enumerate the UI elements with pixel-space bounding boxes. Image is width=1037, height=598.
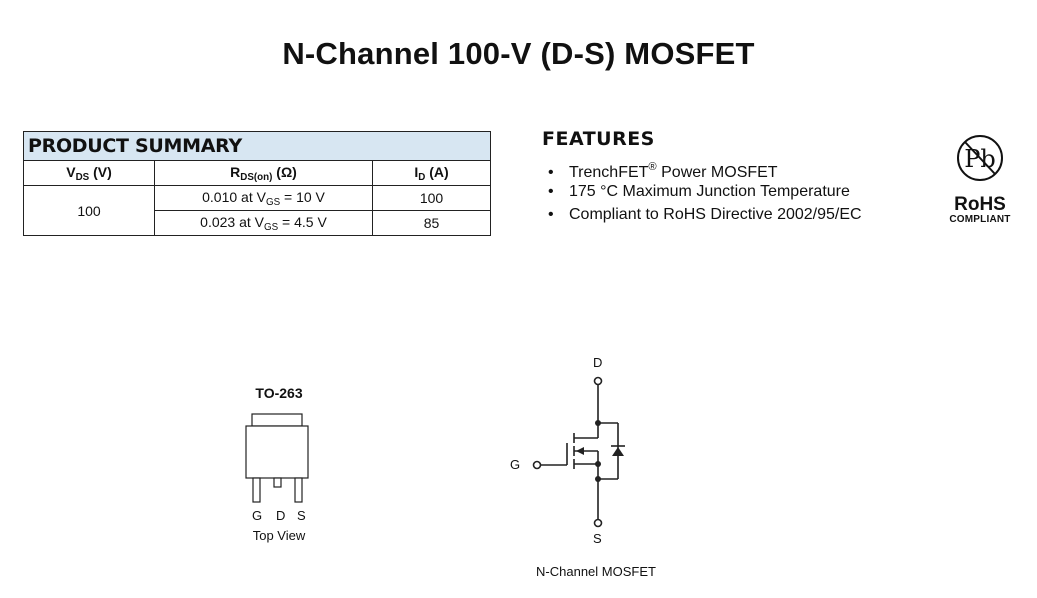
list-item: •TrenchFET® Power MOSFET bbox=[548, 161, 778, 181]
id-cell: 85 bbox=[372, 210, 491, 236]
table-row: 100 0.010 at VGS = 10 V 100 bbox=[23, 185, 491, 236]
table-row: 0.023 at VGS = 4.5 V 85 bbox=[24, 210, 491, 236]
page-title: N-Channel 100-V (D-S) MOSFET bbox=[282, 36, 755, 71]
features-list: •TrenchFET® Power MOSFET •175 °C Maximum… bbox=[548, 156, 862, 227]
vds-value: 100 bbox=[23, 185, 155, 236]
product-summary-heading: PRODUCT SUMMARY bbox=[23, 131, 491, 161]
mosfet-schematic-icon bbox=[532, 376, 625, 528]
package-outline-icon bbox=[245, 413, 309, 503]
col-header-id: ID (A) bbox=[372, 160, 491, 186]
product-summary-table: PRODUCT SUMMARY VDS (V) RDS(on) (Ω) ID (… bbox=[23, 131, 491, 236]
lead-free-icon: Pb bbox=[957, 135, 1003, 181]
id-cell: 100 bbox=[372, 185, 491, 211]
list-item: •Compliant to RoHS Directive 2002/95/EC bbox=[548, 206, 862, 223]
schematic-caption: N-Channel MOSFET bbox=[536, 564, 656, 579]
pin-label-drain: D bbox=[276, 508, 286, 523]
rds-on-cell: 0.010 at VGS = 10 V bbox=[154, 185, 373, 211]
rohs-badge: Pb RoHS COMPLIANT bbox=[945, 132, 1015, 226]
pin-label-source: S bbox=[297, 508, 306, 523]
package-view-label: Top View bbox=[252, 528, 306, 543]
col-header-vds: VDS (V) bbox=[23, 160, 155, 186]
col-header-rds-on: RDS(on) (Ω) bbox=[154, 160, 373, 186]
rds-on-cell: 0.023 at VGS = 4.5 V bbox=[154, 210, 373, 236]
list-item: •175 °C Maximum Junction Temperature bbox=[548, 182, 850, 200]
package-name: TO-263 bbox=[255, 385, 303, 401]
source-label: S bbox=[593, 531, 602, 546]
drain-label: D bbox=[593, 355, 603, 370]
pin-label-gate: G bbox=[252, 508, 263, 523]
rohs-sublabel: COMPLIANT bbox=[949, 214, 1011, 225]
gate-label: G bbox=[510, 457, 521, 472]
features-heading: FEATURES bbox=[542, 128, 655, 150]
rohs-label: RoHS bbox=[954, 194, 1006, 215]
